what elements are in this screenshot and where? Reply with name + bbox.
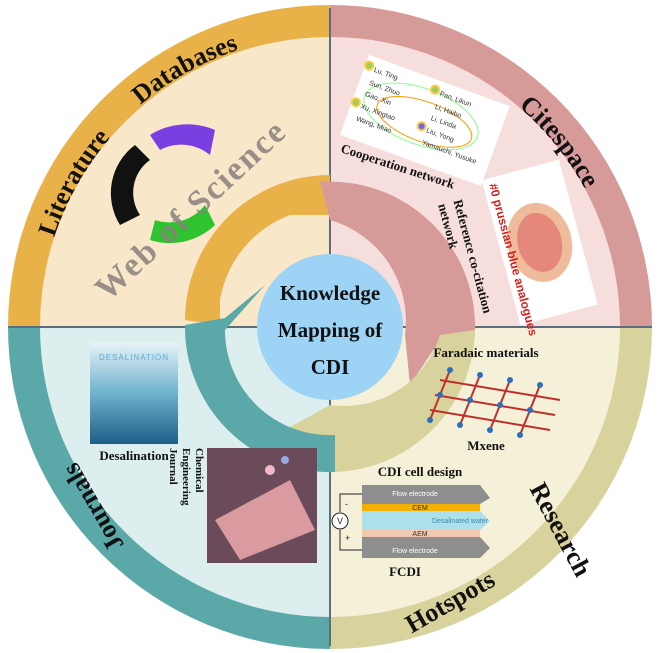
desalinated-water-label: Desalinated water	[432, 518, 489, 525]
voltage-label: V	[337, 516, 343, 526]
mxene-label: Mxene	[467, 438, 505, 453]
arrow-journals	[184, 285, 335, 473]
center-circle	[257, 254, 403, 400]
cdi-cell-design-label: CDI cell design	[378, 464, 463, 479]
logo-purple-arc	[150, 124, 215, 155]
mxene-atoms	[427, 367, 543, 438]
plus-label: +	[345, 533, 350, 543]
fcdi-label: FCDI	[389, 564, 421, 579]
flow-electrode-bottom	[362, 537, 490, 558]
center-line-3: CDI	[311, 355, 350, 379]
bg-literature	[40, 37, 330, 327]
circuit-wire	[339, 493, 362, 551]
flow-electrode-top-label: Flow electrode	[392, 491, 438, 498]
cej-label: Chemical Engineering Journal	[167, 448, 205, 506]
voltage-source-icon	[331, 512, 349, 530]
minus-label: -	[345, 499, 348, 509]
co-citation-network: #0 prussian blue analogues	[481, 159, 598, 338]
desalination-label: Desalination	[99, 448, 169, 463]
logo-black-arc	[110, 145, 150, 225]
arrow-literature	[185, 175, 330, 325]
cem-layer	[362, 504, 480, 511]
flow-electrode-bottom-label: Flow electrode	[392, 548, 438, 555]
water-channel	[362, 511, 490, 530]
arrow-citespace	[320, 181, 476, 385]
faradaic-materials-label: Faradaic materials	[433, 345, 538, 360]
center-line-2: Mapping of	[278, 318, 383, 342]
desalination-cover	[90, 342, 178, 444]
cej-surface	[215, 480, 315, 560]
network-image	[339, 54, 510, 187]
desalination-cover-text: DESALINATION	[99, 353, 169, 362]
aem-layer	[362, 530, 480, 537]
aem-label: AEM	[412, 531, 427, 538]
cem-label: CEM	[412, 505, 428, 512]
center-line-1: Knowledge	[280, 281, 380, 305]
flow-electrode-top	[362, 485, 490, 504]
fcdi-cell-diagram: Flow electrode CEM Desalinated water AEM…	[331, 485, 490, 558]
logo-green-arc	[150, 205, 215, 244]
cycle-arrows	[184, 175, 476, 473]
cooperation-network: Lu, Ting Pan, Likun Sun, Zhuo Li, Haibo …	[339, 54, 510, 187]
